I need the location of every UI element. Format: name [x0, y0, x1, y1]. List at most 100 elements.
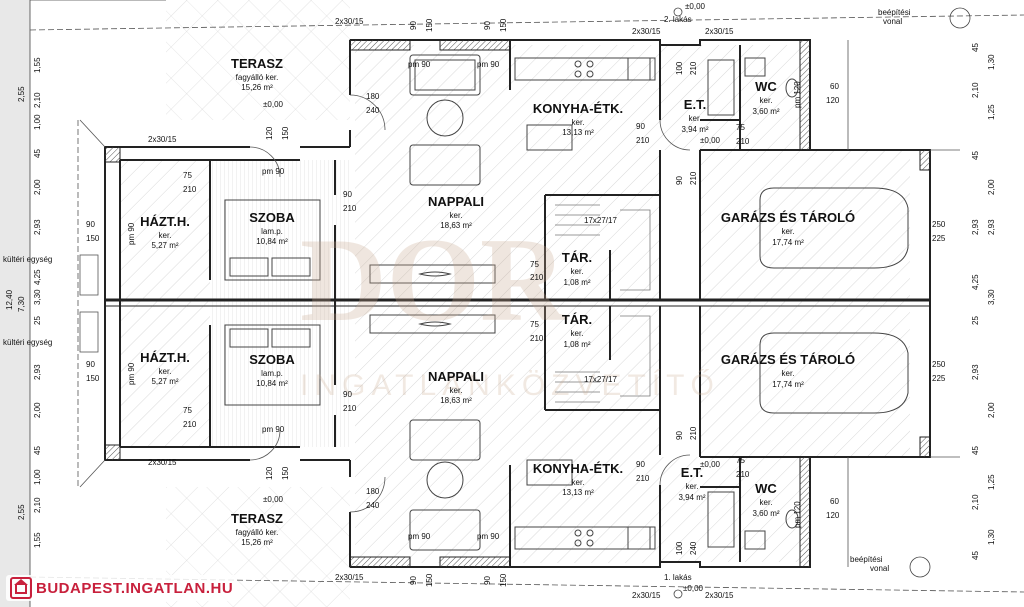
svg-text:150: 150	[425, 18, 434, 32]
svg-text:90: 90	[636, 122, 645, 131]
svg-text:2,00: 2,00	[33, 179, 42, 195]
room-garazs-bottom: GARÁZS ÉS TÁROLÓ ker. 17,74 m²	[721, 352, 855, 389]
room-tar-top: TÁR. ker. 1,08 m²	[562, 250, 592, 287]
svg-text:beépítési: beépítési	[850, 555, 883, 564]
svg-text:3,30: 3,30	[987, 289, 996, 305]
svg-text:ker.: ker.	[159, 367, 172, 376]
svg-text:210: 210	[530, 273, 544, 282]
svg-text:75: 75	[183, 171, 192, 180]
svg-text:lam.p.: lam.p.	[261, 369, 283, 378]
svg-text:210: 210	[689, 61, 698, 75]
svg-text:45: 45	[971, 151, 980, 160]
svg-text:ker.: ker.	[571, 267, 584, 276]
svg-text:210: 210	[636, 136, 650, 145]
svg-text:90: 90	[675, 176, 684, 185]
room-terasz-bottom: TERASZ fagyálló ker. 15,26 m²	[231, 511, 283, 547]
svg-text:ker.: ker.	[571, 329, 584, 338]
svg-text:2,10: 2,10	[33, 497, 42, 513]
svg-text:1. lakás: 1. lakás	[664, 573, 692, 582]
svg-text:kültéri egység: kültéri egység	[3, 255, 52, 264]
svg-text:90: 90	[409, 21, 418, 30]
svg-text:pm 90: pm 90	[262, 425, 285, 434]
svg-text:210: 210	[736, 137, 750, 146]
svg-text:180: 180	[366, 487, 380, 496]
svg-text:17x27/17: 17x27/17	[584, 216, 617, 225]
svg-text:2x30/15: 2x30/15	[335, 573, 364, 582]
svg-text:90: 90	[636, 460, 645, 469]
svg-text:17,74 m²: 17,74 m²	[772, 238, 804, 247]
svg-text:ker.: ker.	[760, 498, 773, 507]
svg-text:210: 210	[736, 470, 750, 479]
svg-text:120: 120	[265, 126, 274, 140]
svg-text:TÁR.: TÁR.	[562, 250, 592, 265]
svg-text:2x30/15: 2x30/15	[632, 27, 661, 36]
svg-text:pm 120: pm 120	[793, 81, 802, 108]
svg-text:HÁZT.H.: HÁZT.H.	[140, 214, 190, 229]
room-labels: TERASZ fagyálló ker. 15,26 m² TERASZ fag…	[140, 56, 855, 547]
walls	[104, 39, 931, 568]
wall-blocks	[104, 39, 931, 568]
svg-text:60: 60	[830, 497, 839, 506]
svg-text:KONYHA-ÉTK.: KONYHA-ÉTK.	[533, 461, 623, 476]
room-hazt-bottom: HÁZT.H. ker. 5,27 m²	[140, 350, 190, 386]
svg-text:240: 240	[689, 541, 698, 555]
svg-text:150: 150	[281, 126, 290, 140]
svg-text:ker.: ker.	[689, 114, 702, 123]
svg-text:180: 180	[366, 92, 380, 101]
svg-text:2x30/15: 2x30/15	[148, 135, 177, 144]
site-footer-logo[interactable]: BUDAPEST.INGATLAN.HU	[6, 575, 238, 601]
svg-text:lam.p.: lam.p.	[261, 227, 283, 236]
svg-text:pm 90: pm 90	[408, 60, 431, 69]
watermark-subtitle: INGATLANKÖZVETÍTŐ	[300, 369, 720, 402]
svg-text:90: 90	[483, 576, 492, 585]
svg-text:90: 90	[86, 360, 95, 369]
site-name: BUDAPEST.INGATLAN.HU	[36, 579, 234, 597]
svg-text:120: 120	[826, 96, 840, 105]
svg-text:210: 210	[636, 474, 650, 483]
svg-text:NAPPALI: NAPPALI	[428, 194, 484, 209]
svg-text:12,40: 12,40	[5, 289, 14, 310]
svg-text:2,00: 2,00	[987, 402, 996, 418]
svg-text:kültéri egység: kültéri egység	[3, 338, 52, 347]
svg-text:90: 90	[675, 431, 684, 440]
svg-text:7,30: 7,30	[17, 296, 26, 312]
svg-text:±0,00: ±0,00	[263, 495, 284, 504]
svg-text:2x30/15: 2x30/15	[705, 591, 734, 600]
svg-text:WC: WC	[755, 481, 777, 496]
svg-text:±0,00: ±0,00	[683, 584, 704, 593]
svg-text:2,93: 2,93	[971, 364, 980, 380]
svg-text:1,08 m²: 1,08 m²	[563, 278, 590, 287]
svg-text:ker.: ker.	[450, 211, 463, 220]
svg-text:45: 45	[971, 43, 980, 52]
svg-text:pm 90: pm 90	[127, 222, 136, 245]
svg-text:210: 210	[343, 204, 357, 213]
svg-text:15,26 m²: 15,26 m²	[241, 538, 273, 547]
svg-text:ker.: ker.	[159, 231, 172, 240]
svg-text:120: 120	[826, 511, 840, 520]
svg-text:90: 90	[409, 576, 418, 585]
svg-text:SZOBA: SZOBA	[249, 210, 295, 225]
furniture	[224, 54, 909, 551]
svg-text:100: 100	[675, 61, 684, 75]
svg-text:SZOBA: SZOBA	[249, 352, 295, 367]
svg-text:100: 100	[675, 541, 684, 555]
svg-text:45: 45	[33, 446, 42, 455]
room-et-bottom: E.T. ker. 3,94 m²	[678, 465, 705, 502]
svg-text:2,93: 2,93	[33, 364, 42, 380]
room-tar-bottom: TÁR. ker. 1,08 m²	[562, 312, 592, 349]
svg-text:2,10: 2,10	[971, 494, 980, 510]
watermark-logo: DOR	[300, 213, 568, 346]
svg-text:HÁZT.H.: HÁZT.H.	[140, 350, 190, 365]
svg-text:fagyálló ker.: fagyálló ker.	[236, 528, 279, 537]
svg-text:75: 75	[736, 123, 745, 132]
svg-text:150: 150	[86, 374, 100, 383]
svg-text:1,08 m²: 1,08 m²	[563, 340, 590, 349]
room-garazs-top: GARÁZS ÉS TÁROLÓ ker. 17,74 m²	[721, 210, 855, 247]
svg-text:120: 120	[265, 466, 274, 480]
svg-text:NAPPALI: NAPPALI	[428, 369, 484, 384]
room-szoba-bottom: SZOBA lam.p. 10,84 m²	[249, 352, 295, 388]
svg-text:90: 90	[343, 390, 352, 399]
svg-text:TÁR.: TÁR.	[562, 312, 592, 327]
svg-text:2,10: 2,10	[971, 82, 980, 98]
